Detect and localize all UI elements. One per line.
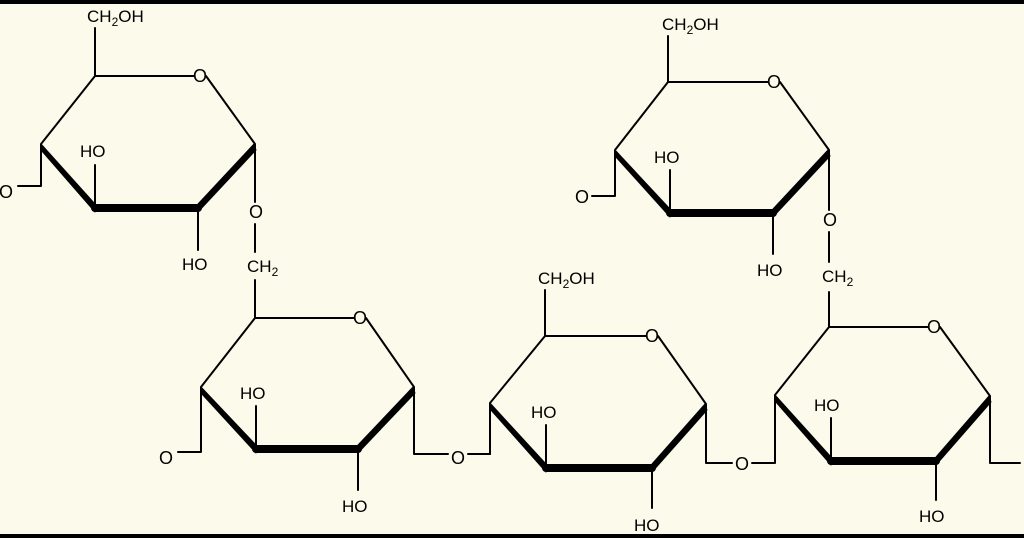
ring-3-bonds-right bbox=[657, 335, 733, 464]
ring-4-ch2oh-label: CH2OH bbox=[662, 15, 719, 37]
link-1-6-a: O CH2 bbox=[247, 195, 279, 319]
ring-5-bonds-right bbox=[939, 326, 1021, 464]
glucose-ring-5: O HO HO bbox=[774, 317, 1021, 526]
ring-3-oxygen-label: O bbox=[645, 326, 659, 346]
ring-2-oxygen-label: O bbox=[353, 308, 367, 328]
ring-1-o-left-label: O bbox=[0, 182, 13, 202]
ring-4-o-left-label: O bbox=[575, 187, 589, 207]
ch2-linker-1-label: CH2 bbox=[247, 257, 279, 279]
ring-4-ho-lower-label: HO bbox=[757, 261, 783, 280]
ring-3-ho-inner-label: HO bbox=[531, 403, 557, 422]
canvas-background bbox=[0, 4, 1024, 534]
ring-5-ho-lower-label: HO bbox=[919, 507, 945, 526]
glucose-ring-3: CH2OH O HO HO bbox=[489, 269, 733, 535]
link-1-6-b: O CH2 bbox=[822, 203, 854, 328]
ring-1-oxygen-label: O bbox=[193, 66, 207, 86]
ring-1-ho-inner-label: HO bbox=[80, 142, 106, 161]
ring-4-bonds-right bbox=[779, 81, 830, 205]
ring-1-ho-lower-label: HO bbox=[182, 255, 208, 274]
ch2-linker-2-label: CH2 bbox=[822, 267, 854, 289]
bridge-oxygen-3-label: O bbox=[735, 454, 749, 474]
glucose-ring-4: CH2OH O HO HO O bbox=[575, 15, 831, 280]
ring-2-ho-lower-label: HO bbox=[342, 497, 368, 516]
ring-5-oxygen-label: O bbox=[927, 317, 941, 337]
ring-4-ho-inner-label: HO bbox=[654, 148, 680, 167]
ring-5-ho-inner-label: HO bbox=[814, 396, 840, 415]
ring-2-bonds-right bbox=[365, 317, 449, 455]
bridge-oxygen-2-label: O bbox=[451, 448, 465, 468]
link-3-bond bbox=[751, 399, 776, 464]
ring-3-ho-lower-label: HO bbox=[634, 516, 660, 535]
ring-2-o-left-label: O bbox=[159, 448, 173, 468]
ring-1-ch2oh-label: CH2OH bbox=[87, 7, 144, 29]
ring-1-bonds-right bbox=[205, 75, 256, 197]
glucose-ring-2: O HO HO O bbox=[159, 308, 449, 516]
ring-3-ch2oh-label: CH2OH bbox=[538, 269, 595, 291]
ring-4-oxygen-label: O bbox=[767, 72, 781, 92]
ring-2-ho-inner-label: HO bbox=[240, 384, 266, 403]
glucose-ring-1: CH2OH O HO HO O bbox=[0, 7, 257, 274]
ring-3-bonds-left bbox=[489, 335, 647, 455]
bridge-oxygen-4-label: O bbox=[823, 210, 837, 230]
bridge-oxygen-1-label: O bbox=[249, 202, 263, 222]
